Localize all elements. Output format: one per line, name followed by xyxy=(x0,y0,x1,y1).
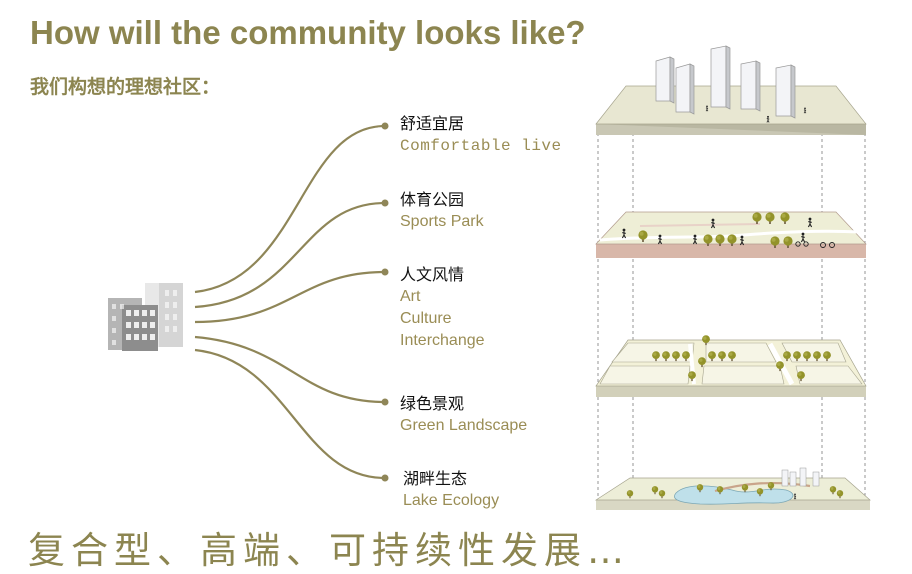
building-icon xyxy=(108,283,183,351)
connector-dot xyxy=(381,268,389,276)
feature-label-en: Art xyxy=(400,288,421,305)
feature-label-en: Culture xyxy=(400,310,452,327)
sports-park-layer-icon xyxy=(595,211,867,258)
connector-line-sports xyxy=(194,201,386,309)
feature-comfortable-live: 舒适宜居 Comfortable live xyxy=(400,113,562,157)
feature-label-cn: 舒适宜居 xyxy=(400,114,465,133)
connector-line-culture xyxy=(194,270,386,324)
connector-dot xyxy=(381,122,389,130)
connector-dot xyxy=(381,398,389,406)
feature-label-en: Interchange xyxy=(400,332,485,349)
page-title: How will the community looks like? xyxy=(30,14,586,51)
feature-label-en: Lake Ecology xyxy=(403,492,500,509)
feature-label-cn: 湖畔生态 xyxy=(403,469,468,488)
connector-line-green xyxy=(194,335,386,404)
page-subtitle: 我们构想的理想社区： xyxy=(30,76,221,98)
feature-lake-ecology: 湖畔生态 Lake Ecology xyxy=(403,468,499,512)
connector-dot xyxy=(381,199,389,207)
feature-sports-park: 体育公园 Sports Park xyxy=(400,189,484,233)
connector-dot xyxy=(381,474,389,482)
connector-line-comfortable xyxy=(194,124,386,294)
feature-label-en: Sports Park xyxy=(400,213,484,230)
slogan-text: 复合型、高端、可持续性发展… xyxy=(28,529,630,572)
feature-label-cn: 体育公园 xyxy=(400,190,465,209)
feature-label-cn: 人文风情 xyxy=(400,265,465,284)
feature-culture: 人文风情 Art Culture Interchange xyxy=(400,264,485,352)
grid-landscape-layer-icon xyxy=(595,335,867,397)
feature-label-cn: 绿色景观 xyxy=(400,394,465,413)
feature-label-en: Green Landscape xyxy=(400,417,528,434)
feature-label-en: Comfortable live xyxy=(400,137,562,155)
feature-green-landscape: 绿色景观 Green Landscape xyxy=(400,393,527,437)
connector-line-lake xyxy=(194,348,386,480)
residential-layer-icon xyxy=(595,45,867,135)
lake-ecology-layer-icon xyxy=(594,467,871,510)
